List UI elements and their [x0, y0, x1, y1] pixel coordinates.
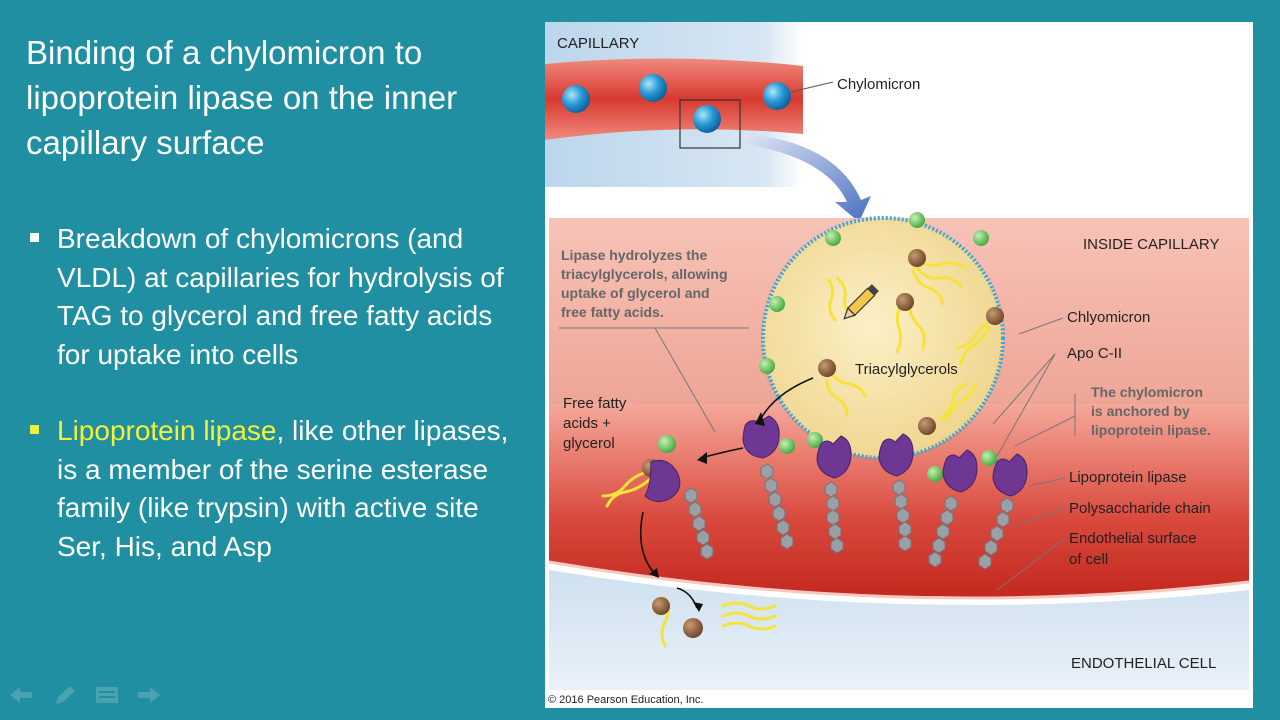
anchored-note-line: lipoprotein lipase. [1091, 422, 1211, 438]
endothelial-cell-label: ENDOTHELIAL CELL [1071, 655, 1216, 672]
forward-arrow-icon[interactable] [136, 684, 162, 706]
anchored-note-line: is anchored by [1091, 403, 1190, 419]
endothelial-surface-label: Endothelial surface [1069, 530, 1197, 547]
ffa-label: Free fatty acids + glycerol [563, 395, 627, 452]
apo-c-ii-label: Apo C-II [1067, 345, 1122, 362]
ffa-label-line: Free fatty [563, 395, 627, 412]
pen-icon[interactable] [52, 684, 78, 706]
slide-title: Binding of a chylomicron to lipoprotein … [26, 34, 458, 161]
lipoprotein-lipase-highlight: Lipoprotein lipase [57, 415, 277, 446]
lipase-note-line: uptake of glycerol and [561, 285, 710, 301]
endothelial-surface-label: of cell [1069, 551, 1108, 568]
chylomicron-label: Chlyomicron [1067, 309, 1150, 326]
lipase-note-line: triacylglycerols, allowing [561, 266, 728, 282]
anchored-note: The chylomicron is anchored by lipoprote… [1091, 384, 1211, 438]
ffa-label-line: glycerol [563, 435, 615, 452]
bullet-lipase: Lipoprotein lipase, like other lipases, … [30, 412, 520, 566]
lipase-note-line: free fatty acids. [561, 304, 664, 320]
chylomicron-top-label: Chylomicron [837, 76, 920, 93]
lipoprotein-lipase-label: Lipoprotein lipase [1069, 469, 1187, 486]
inside-capillary-label: INSIDE CAPILLARY [1083, 236, 1219, 253]
chylomicron-diagram: CAPILLARY Chylomicron INSIDE CAPILLARY L… [545, 22, 1253, 708]
capillary-label: CAPILLARY [557, 35, 639, 52]
back-arrow-icon[interactable] [8, 684, 34, 706]
copyright-text: © 2016 Pearson Education, Inc. [548, 694, 703, 706]
menu-icon[interactable] [94, 684, 120, 706]
polysaccharide-chain-label: Polysaccharide chain [1069, 500, 1211, 517]
ffa-label-line: acids + [563, 415, 611, 432]
bullet-breakdown: Breakdown of chylomicrons (and VLDL) at … [30, 220, 520, 374]
square-bullet-icon [30, 233, 39, 242]
anchored-note-line: The chylomicron [1091, 384, 1203, 400]
bullet-list: Breakdown of chylomicrons (and VLDL) at … [30, 220, 520, 604]
slide-nav-bar [8, 684, 168, 708]
bullet-lipase-text: , like other lipases, is a member of the… [57, 415, 509, 562]
bullet-breakdown-text: Breakdown of chylomicrons (and VLDL) at … [57, 223, 504, 370]
square-bullet-icon [30, 425, 39, 434]
triacylglycerols-label: Triacylglycerols [855, 361, 958, 378]
lipase-note-line: Lipase hydrolyzes the [561, 247, 707, 263]
lipase-note: Lipase hydrolyzes the triacylglycerols, … [561, 247, 728, 320]
